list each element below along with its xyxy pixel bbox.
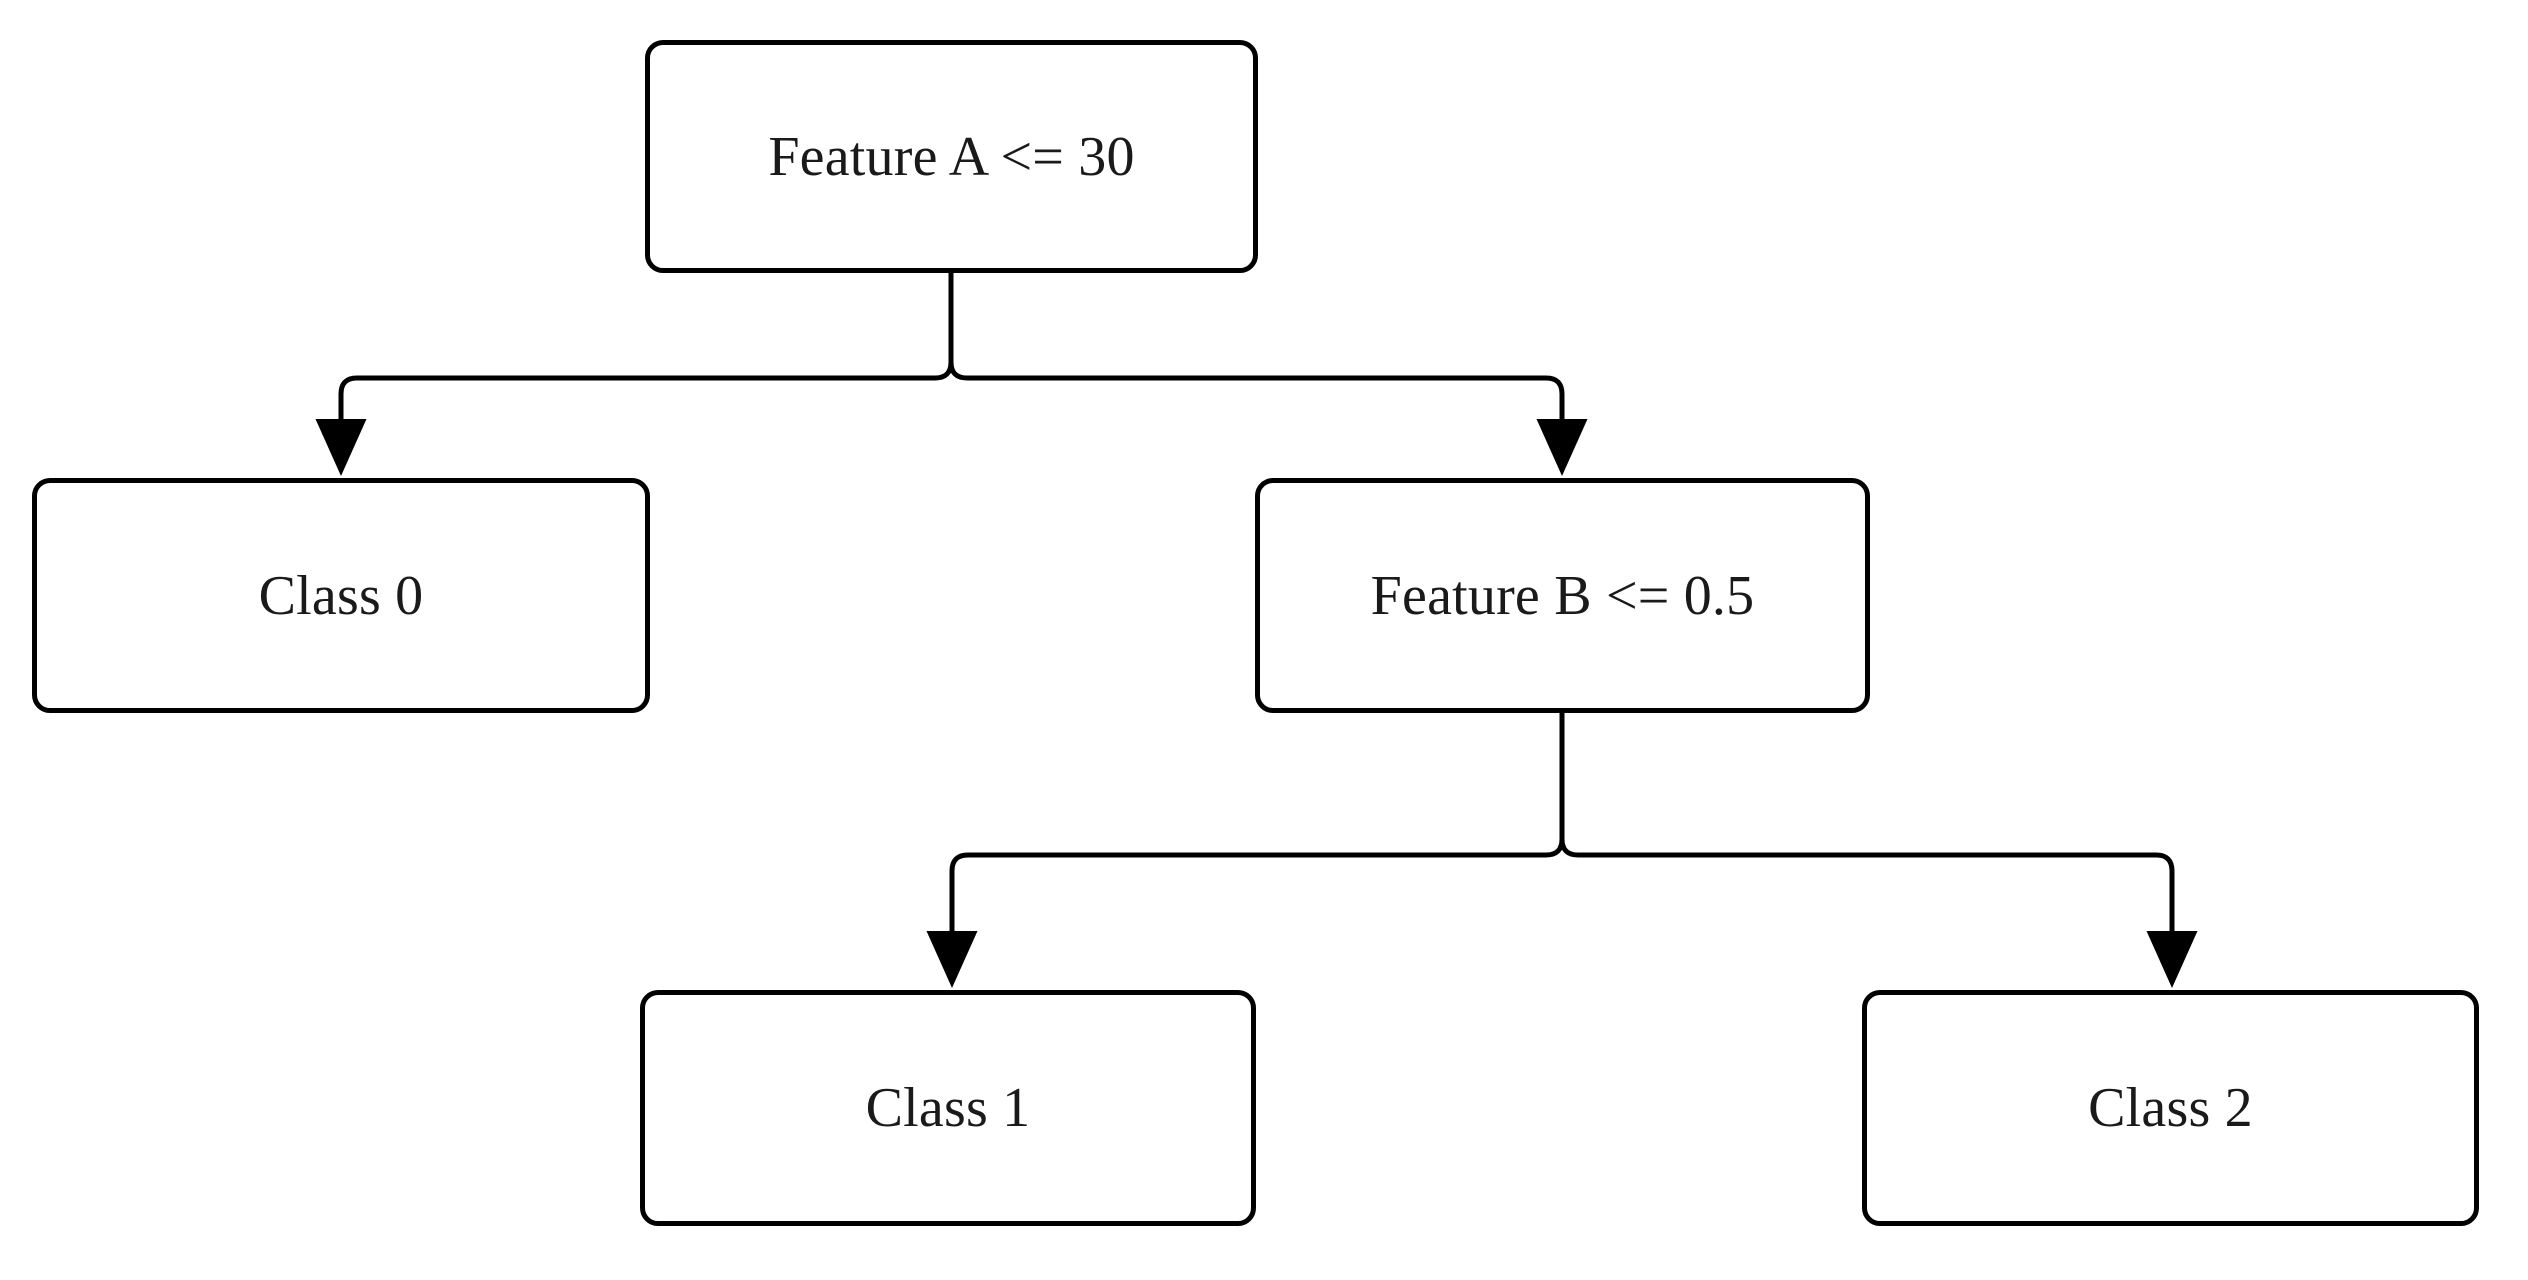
edge-featureb-to-class1 [926, 713, 1565, 988]
node-label: Feature B <= 0.5 [1370, 564, 1755, 627]
node-decision-feature-b[interactable]: Feature B <= 0.5 [1255, 478, 1870, 713]
node-leaf-class-1[interactable]: Class 1 [640, 990, 1256, 1226]
node-leaf-class-0[interactable]: Class 0 [32, 478, 650, 713]
edge-root-to-featureb [948, 273, 1588, 476]
edge-featureb-to-class2 [1559, 713, 2198, 988]
node-leaf-class-2[interactable]: Class 2 [1862, 990, 2479, 1226]
node-label: Class 1 [865, 1077, 1031, 1139]
node-label: Class 0 [258, 564, 424, 627]
node-label: Feature A <= 30 [768, 125, 1135, 188]
node-label: Class 2 [2088, 1077, 2253, 1139]
node-root-feature-a[interactable]: Feature A <= 30 [645, 40, 1258, 273]
edge-root-to-class0 [315, 273, 954, 476]
